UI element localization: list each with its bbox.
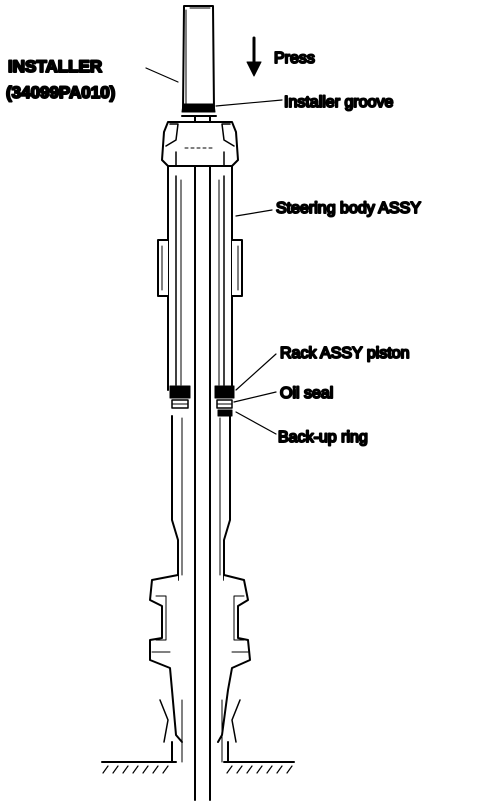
leader-backup-ring — [235, 411, 277, 435]
label-installer-part: (34099PA010) — [6, 83, 115, 102]
leader-installer — [145, 67, 179, 83]
rack-shaft — [194, 115, 211, 801]
rack-piston-seal — [169, 385, 235, 417]
leader-steering-body — [235, 209, 273, 217]
leader-oil-seal — [233, 391, 277, 403]
label-installer: INSTALLER — [8, 57, 102, 76]
label-oil-seal: Oil seal — [280, 385, 333, 402]
leader-installer-groove — [215, 99, 283, 107]
label-press: Press — [274, 50, 315, 67]
steering-body — [157, 121, 243, 391]
leader-lines — [145, 67, 283, 435]
label-rack-piston: Rack ASSY piston — [280, 345, 410, 362]
label-steering-body: Steering body ASSY — [276, 200, 421, 217]
label-backup-ring: Back-up ring — [278, 429, 368, 446]
press-arrow — [246, 36, 262, 77]
installer-tool — [181, 5, 217, 117]
leader-rack-piston — [235, 353, 277, 391]
base-ground — [101, 761, 295, 774]
lower-housing — [149, 415, 251, 763]
label-installer-groove: Installer groove — [284, 94, 393, 111]
